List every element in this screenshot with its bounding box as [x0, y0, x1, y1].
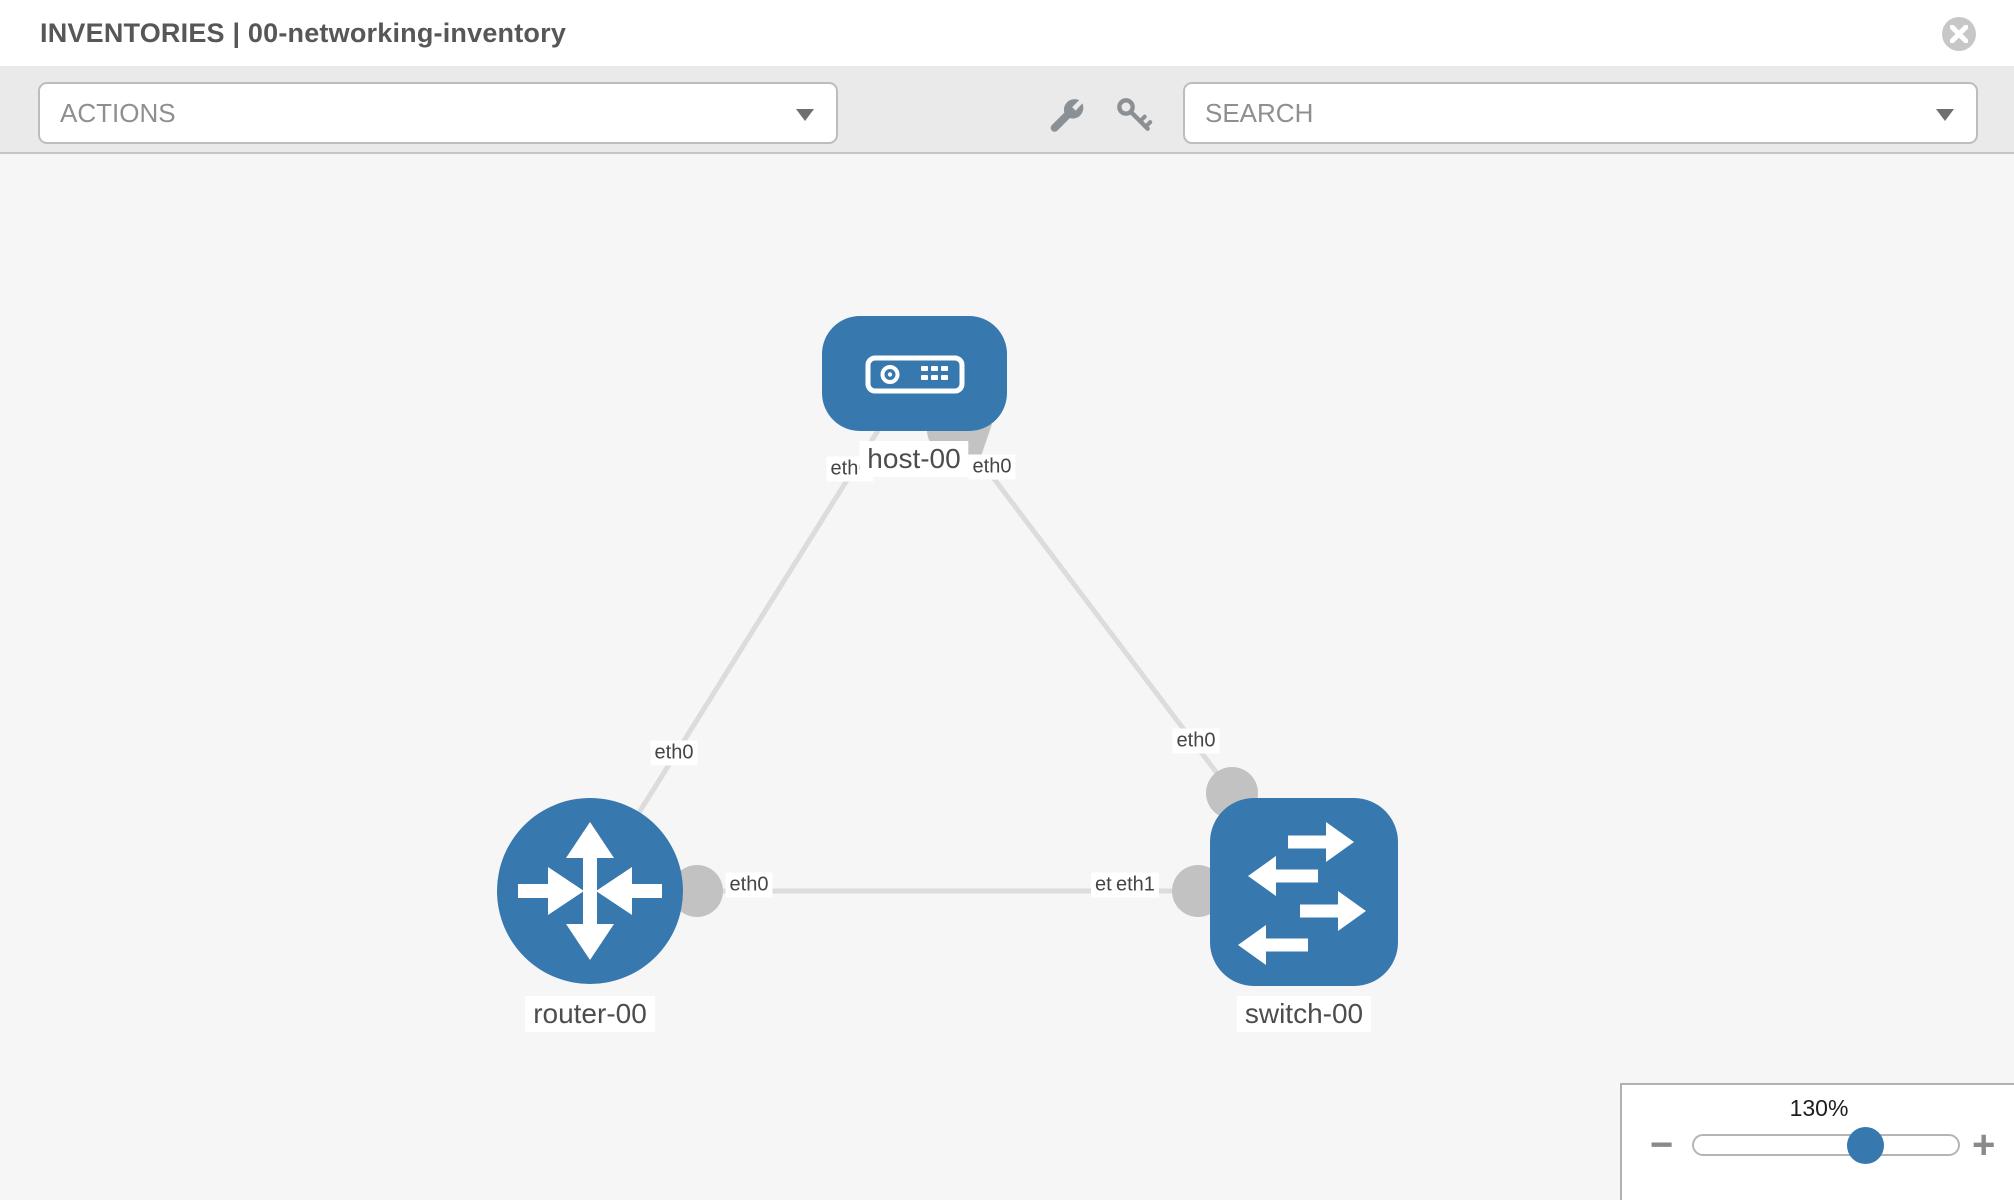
port-label: eth0: [650, 740, 698, 766]
chevron-down-icon: [1936, 109, 1954, 121]
wrench-icon[interactable]: [1046, 95, 1086, 140]
router-icon: [518, 822, 662, 960]
chevron-down-icon: [796, 109, 814, 121]
header: INVENTORIES | 00-networking-inventory: [0, 0, 2014, 66]
close-button[interactable]: [1942, 17, 1976, 51]
page-title: INVENTORIES | 00-networking-inventory: [40, 18, 567, 48]
port-label: eth0: [968, 454, 1016, 480]
zoom-level-value: 130%: [1789, 1095, 1849, 1121]
toolbar: ACTIONS SEARCH: [0, 66, 2014, 154]
port-label: eth0: [1172, 728, 1220, 754]
node-switch-00[interactable]: [1210, 798, 1398, 986]
key-icon[interactable]: [1114, 95, 1154, 140]
node-label-router: router-00: [525, 996, 655, 1032]
switch-icon: [1238, 822, 1366, 965]
zoom-out-button[interactable]: −: [1650, 1123, 1674, 1167]
search-dropdown[interactable]: SEARCH: [1183, 82, 1978, 144]
node-host-00[interactable]: [822, 316, 1007, 431]
zoom-slider-handle[interactable]: [1847, 1127, 1884, 1164]
zoom-in-button[interactable]: +: [1972, 1123, 1996, 1167]
node-label-switch: switch-00: [1236, 996, 1372, 1032]
actions-dropdown[interactable]: ACTIONS: [38, 82, 838, 144]
search-dropdown-label: SEARCH: [1205, 98, 1314, 128]
interface-dots: [671, 405, 1258, 917]
close-icon: [1950, 25, 1968, 43]
interface-dot-router-right: [671, 865, 723, 917]
host-icon: [865, 355, 965, 394]
topology-canvas[interactable]: eth0 eth0 eth0 eth0 eth0 eth0 eth1 host-…: [0, 154, 2014, 1200]
actions-dropdown-label: ACTIONS: [60, 98, 176, 128]
node-label-host: host-00: [859, 441, 969, 477]
port-label: eth0: [725, 872, 773, 898]
topology-graph: [497, 316, 1398, 986]
port-label: eth1: [1112, 872, 1159, 898]
zoom-slider-track[interactable]: [1692, 1134, 1960, 1156]
zoom-control-panel: 130% − +: [1620, 1083, 2014, 1200]
node-router-00[interactable]: [497, 798, 683, 984]
